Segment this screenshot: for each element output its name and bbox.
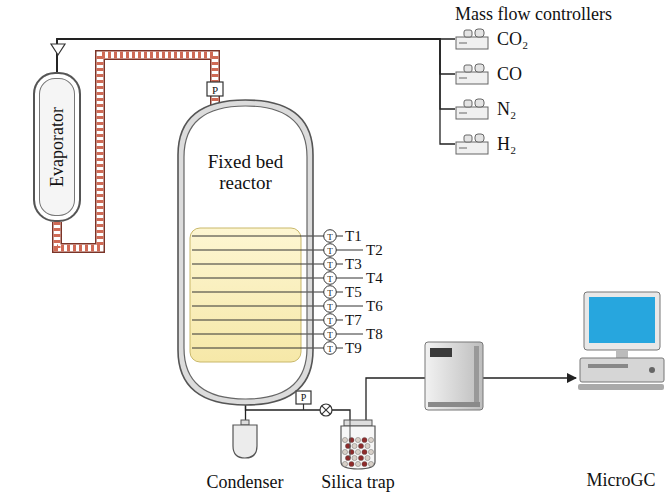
reactor-outline [178, 100, 313, 405]
symbol-letter: T [327, 260, 333, 269]
node-label: Fixed bed reactor [196, 152, 296, 194]
mfc-icon [455, 28, 489, 50]
node-label: Evaporator [47, 107, 68, 187]
node-label: Silica trap [321, 472, 394, 493]
symbol-letter: T [327, 302, 333, 311]
mfc-icon [455, 133, 489, 155]
reactor-body [178, 100, 313, 405]
callout-label: T4 [366, 271, 383, 286]
callout-label: T1 [345, 229, 362, 244]
node-label: N₂ [497, 99, 516, 120]
callout-label: T3 [345, 257, 362, 272]
mfc-icon [455, 98, 489, 120]
node-label: CO₂ [497, 29, 528, 50]
evaporator-vessel: Evaporator [33, 72, 81, 222]
silica-trap: Silica trap [338, 418, 378, 470]
valve-symbol [320, 404, 332, 416]
condenser-vessel: Condenser [230, 420, 260, 458]
symbol-letter: T [327, 274, 333, 283]
computer-shape [578, 292, 664, 392]
symbol-letter: T [327, 246, 333, 255]
mfc-icon [455, 63, 489, 85]
node-label: CO [497, 64, 522, 85]
trap-flask [338, 418, 378, 470]
callout-label: T6 [366, 299, 383, 314]
symbol-letter: P [301, 393, 307, 403]
pressure-sensor [207, 82, 223, 96]
mass-flow-controller: CO₂ [455, 28, 532, 50]
callout-label: T9 [345, 341, 362, 356]
node-label: MicroGC [587, 470, 656, 491]
callout-label: T5 [345, 285, 362, 300]
connector [57, 39, 455, 109]
symbol-letter: T [327, 330, 333, 339]
mass-flow-controller: CO [455, 63, 526, 85]
group-heading: Mass flow controllers [455, 5, 612, 23]
node-label: H₂ [497, 134, 516, 155]
pressure-sensor [296, 391, 311, 404]
symbol-letter: P [212, 84, 218, 95]
thermocouple-lines [192, 230, 363, 355]
computer: MicroGC [578, 292, 664, 392]
inlet-funnel [51, 44, 65, 55]
symbol-letter: T [327, 344, 333, 353]
node-label: Condenser [207, 472, 284, 493]
symbol-letter: T [327, 288, 333, 297]
condenser-shape [230, 420, 260, 458]
mass-flow-controller: N₂ [455, 98, 520, 120]
symbol-letter: T [327, 316, 333, 325]
symbol-letter: T [327, 232, 333, 241]
callout-label: T2 [366, 243, 383, 258]
gc-device [425, 342, 483, 410]
callout-label: T7 [345, 313, 362, 328]
mass-flow-controller: H₂ [455, 133, 520, 155]
callout-label: T8 [366, 327, 383, 342]
catalyst-bed [190, 228, 301, 362]
sensor-stub [303, 404, 304, 410]
connector [246, 405, 351, 420]
reactor-vessel: Fixed bed reactor [178, 100, 313, 405]
